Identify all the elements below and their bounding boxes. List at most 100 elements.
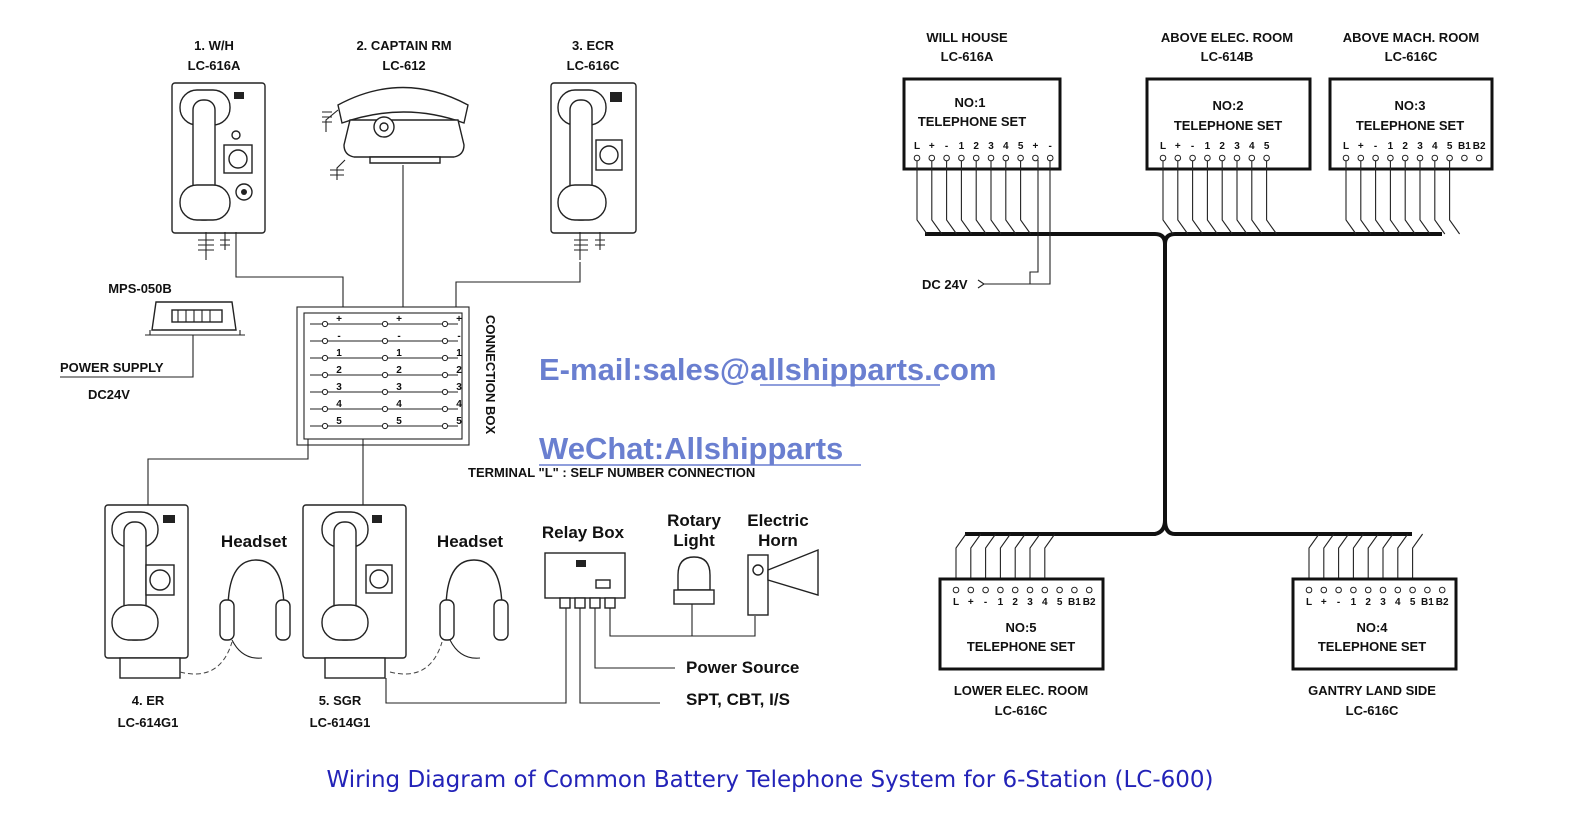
- power-supply-label: POWER SUPPLY: [60, 360, 164, 375]
- terminal-post: [1218, 154, 1226, 162]
- cb-terminal: [441, 388, 449, 396]
- set-wire: [999, 533, 1011, 587]
- wall-phone-4-icon: [104, 504, 189, 679]
- terminal-post: [1364, 586, 1372, 594]
- terminal-label: 5: [1057, 597, 1063, 608]
- rotary-light-label-1: Rotary: [667, 511, 721, 530]
- headset-2-label: Headset: [437, 532, 503, 551]
- set-wires-bottom: [955, 533, 1424, 587]
- terminal-label: -: [1337, 597, 1340, 608]
- terminal-label: B1: [1421, 597, 1434, 608]
- set-wire: [970, 533, 982, 587]
- cb-terminal: [321, 320, 329, 328]
- terminal-label: 1: [998, 597, 1004, 608]
- cb-terminal-label: 1: [336, 348, 342, 359]
- set-wire: [1266, 161, 1278, 235]
- power-source-label: Power Source: [686, 658, 799, 677]
- set-wire: [1236, 161, 1248, 235]
- terminal-post: [1263, 154, 1270, 162]
- terminal-post: [1431, 154, 1439, 162]
- set-5-label: TELEPHONE SET: [967, 639, 1075, 654]
- terminal-label: 4: [1395, 597, 1401, 608]
- cb-terminal: [321, 371, 329, 379]
- set-wire: [985, 533, 997, 587]
- set-4-model: LC-616C: [1346, 703, 1399, 718]
- cb-terminal-label: -: [337, 331, 340, 342]
- set-wire: [1029, 533, 1041, 587]
- set-1-model: LC-616A: [941, 49, 994, 64]
- terminal-post: [1342, 154, 1350, 162]
- set-wire: [1375, 161, 1387, 235]
- set-5-model: LC-616C: [995, 703, 1048, 718]
- wire-station-4: [147, 439, 309, 507]
- cb-terminal-label: +: [396, 314, 402, 325]
- bus-left: [925, 232, 1167, 536]
- terminal-post: [1446, 154, 1453, 162]
- terminal-post: [1174, 154, 1182, 162]
- cb-terminal: [321, 422, 329, 430]
- terminal-post: [1401, 154, 1409, 162]
- cb-terminal: [441, 422, 449, 430]
- set-2-label: TELEPHONE SET: [1174, 118, 1282, 133]
- power-unit-icon: [145, 301, 245, 336]
- cb-terminal: [321, 337, 329, 345]
- cb-terminal: [321, 354, 329, 362]
- cb-terminal: [381, 422, 389, 430]
- terminal-label: 2: [1365, 597, 1371, 608]
- terminal-label: 4: [1432, 141, 1438, 152]
- terminal-label: -: [1049, 141, 1052, 152]
- electric-horn-icon: [747, 548, 819, 616]
- cb-terminal-label: 4: [456, 399, 462, 410]
- set-wires-top: [916, 161, 1461, 235]
- left-diagram: 1. W/H LC-616A 2. CAPTAIN RM LC-612 3. E…: [60, 38, 819, 730]
- set-1-location: WILL HOUSE: [926, 30, 1008, 45]
- terminal-label: 3: [1234, 141, 1240, 152]
- set-2-model: LC-614B: [1201, 49, 1254, 64]
- cb-terminal-label: 2: [456, 365, 462, 376]
- set-wire: [1044, 533, 1056, 587]
- cb-terminal: [381, 320, 389, 328]
- cb-terminal-label: 5: [336, 416, 342, 427]
- set-wire: [1221, 161, 1233, 235]
- set-wire: [1162, 161, 1174, 235]
- terminal-post: [1409, 586, 1416, 594]
- cb-terminal-label: -: [457, 331, 460, 342]
- wall-phone-3-icon: [550, 82, 637, 260]
- terminal-label: +: [1358, 141, 1364, 152]
- terminal-post: [1002, 154, 1010, 162]
- set-wire: [1338, 533, 1350, 587]
- terminal-label: 5: [1264, 141, 1270, 152]
- headset-1-icon: [179, 559, 291, 675]
- terminal-post: [1011, 586, 1019, 594]
- set-1-no: NO:1: [954, 95, 985, 110]
- terminal-post: [1056, 586, 1063, 594]
- email-watermark: E-mail:sales@allshipparts.com: [539, 352, 997, 387]
- terminal-label: +: [1032, 141, 1038, 152]
- station-5-name: 5. SGR: [319, 693, 362, 708]
- set-1-label: TELEPHONE SET: [918, 114, 1026, 129]
- terminal-label: 5: [1410, 597, 1416, 608]
- terminal-post: [1350, 586, 1357, 594]
- station-3-model: LC-616C: [567, 58, 620, 73]
- set-wire: [1449, 161, 1461, 235]
- cb-terminal-label: -: [397, 331, 400, 342]
- cb-terminal-label: 1: [456, 348, 462, 359]
- terminal-post: [958, 154, 965, 162]
- diagram-caption: Wiring Diagram of Common Battery Telepho…: [326, 767, 1213, 793]
- cb-terminal: [381, 388, 389, 396]
- set-wire: [975, 161, 987, 235]
- set-wire: [1397, 533, 1409, 587]
- cb-terminal: [441, 320, 449, 328]
- terminal-label: +: [968, 597, 974, 608]
- wall-phone-1-icon: [171, 82, 266, 260]
- cb-terminal: [381, 371, 389, 379]
- terminal-label: -: [1191, 141, 1194, 152]
- terminal-post: [967, 586, 975, 594]
- terminal-post: [1233, 154, 1241, 162]
- set-wire: [1206, 161, 1218, 235]
- station-5-model: LC-614G1: [310, 715, 371, 730]
